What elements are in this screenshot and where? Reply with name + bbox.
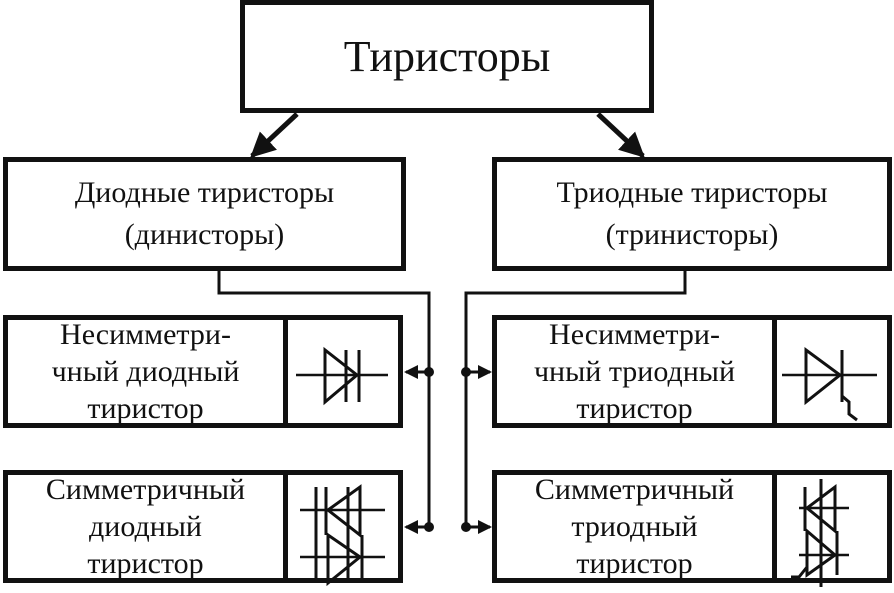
left-bus (217, 271, 431, 527)
category-triode-thyristors: Триодные тиристоры (тринисторы) (492, 157, 892, 271)
category-label-line1: Диодные тиристоры (74, 176, 335, 209)
diode-thyristor-icon (288, 320, 398, 423)
triode-thyristor-icon (777, 320, 887, 423)
leaf-text: Несимметри- чный диодный тиристор (8, 318, 288, 425)
junction-dot (461, 367, 471, 377)
arrowhead-right-row1 (478, 365, 492, 379)
category-diode-thyristors: Диодные тиристоры (динисторы) (3, 157, 406, 271)
junction-dot (424, 367, 434, 377)
leaf-label-line3: тиристор (87, 392, 204, 425)
root-node-thyristors: Тиристоры (240, 0, 654, 113)
arrowhead-right-row2 (478, 520, 492, 534)
category-label-line2: (динисторы) (124, 218, 285, 251)
leaf-symmetric-triode-thyristor: Симметричный триодный тиристор (492, 470, 892, 587)
junction-dot (424, 522, 434, 532)
arrow-to-triode-thyristors (596, 112, 645, 158)
leaf-text: Симметричный диодный тиристор (8, 473, 288, 580)
category-label-line1: Триодные тиристоры (556, 176, 828, 209)
leaf-label-line2: чный триодный (533, 355, 736, 388)
leaf-symmetric-diode-thyristor: Симметричный диодный тиристор (3, 470, 403, 587)
leaf-asymmetric-diode-thyristor: Несимметри- чный диодный тиристор (3, 315, 403, 428)
leaf-label-line1: Несимметри- (60, 318, 231, 351)
right-bus (464, 271, 687, 527)
leaf-label-line2: триодный (571, 510, 698, 543)
leaf-label-line3: тиристор (576, 547, 693, 580)
leaf-label-line1: Симметричный (45, 473, 246, 506)
arrowhead-left-row1 (404, 365, 418, 379)
junction-dot (461, 522, 471, 532)
root-label: Тиристоры (343, 32, 551, 81)
leaf-label-line2: диодный (89, 510, 202, 543)
arrowhead-left-row2 (404, 520, 418, 534)
leaf-label-line2: чный диодный (51, 355, 240, 388)
symmetric-diode-thyristor-icon (288, 475, 398, 587)
leaf-label-line1: Симметричный (534, 473, 735, 506)
leaf-text: Несимметри- чный триодный тиристор (497, 318, 777, 425)
leaf-text: Симметричный триодный тиристор (497, 473, 777, 580)
arrow-to-diode-thyristors (250, 112, 299, 158)
category-label-line2: (тринисторы) (605, 218, 779, 251)
leaf-asymmetric-triode-thyristor: Несимметри- чный триодный тиристор (492, 315, 892, 428)
leaf-label-line1: Несимметри- (549, 318, 720, 351)
leaf-label-line3: тиристор (576, 392, 693, 425)
symmetric-triode-thyristor-icon (777, 475, 887, 587)
leaf-label-line3: тиристор (87, 547, 204, 580)
